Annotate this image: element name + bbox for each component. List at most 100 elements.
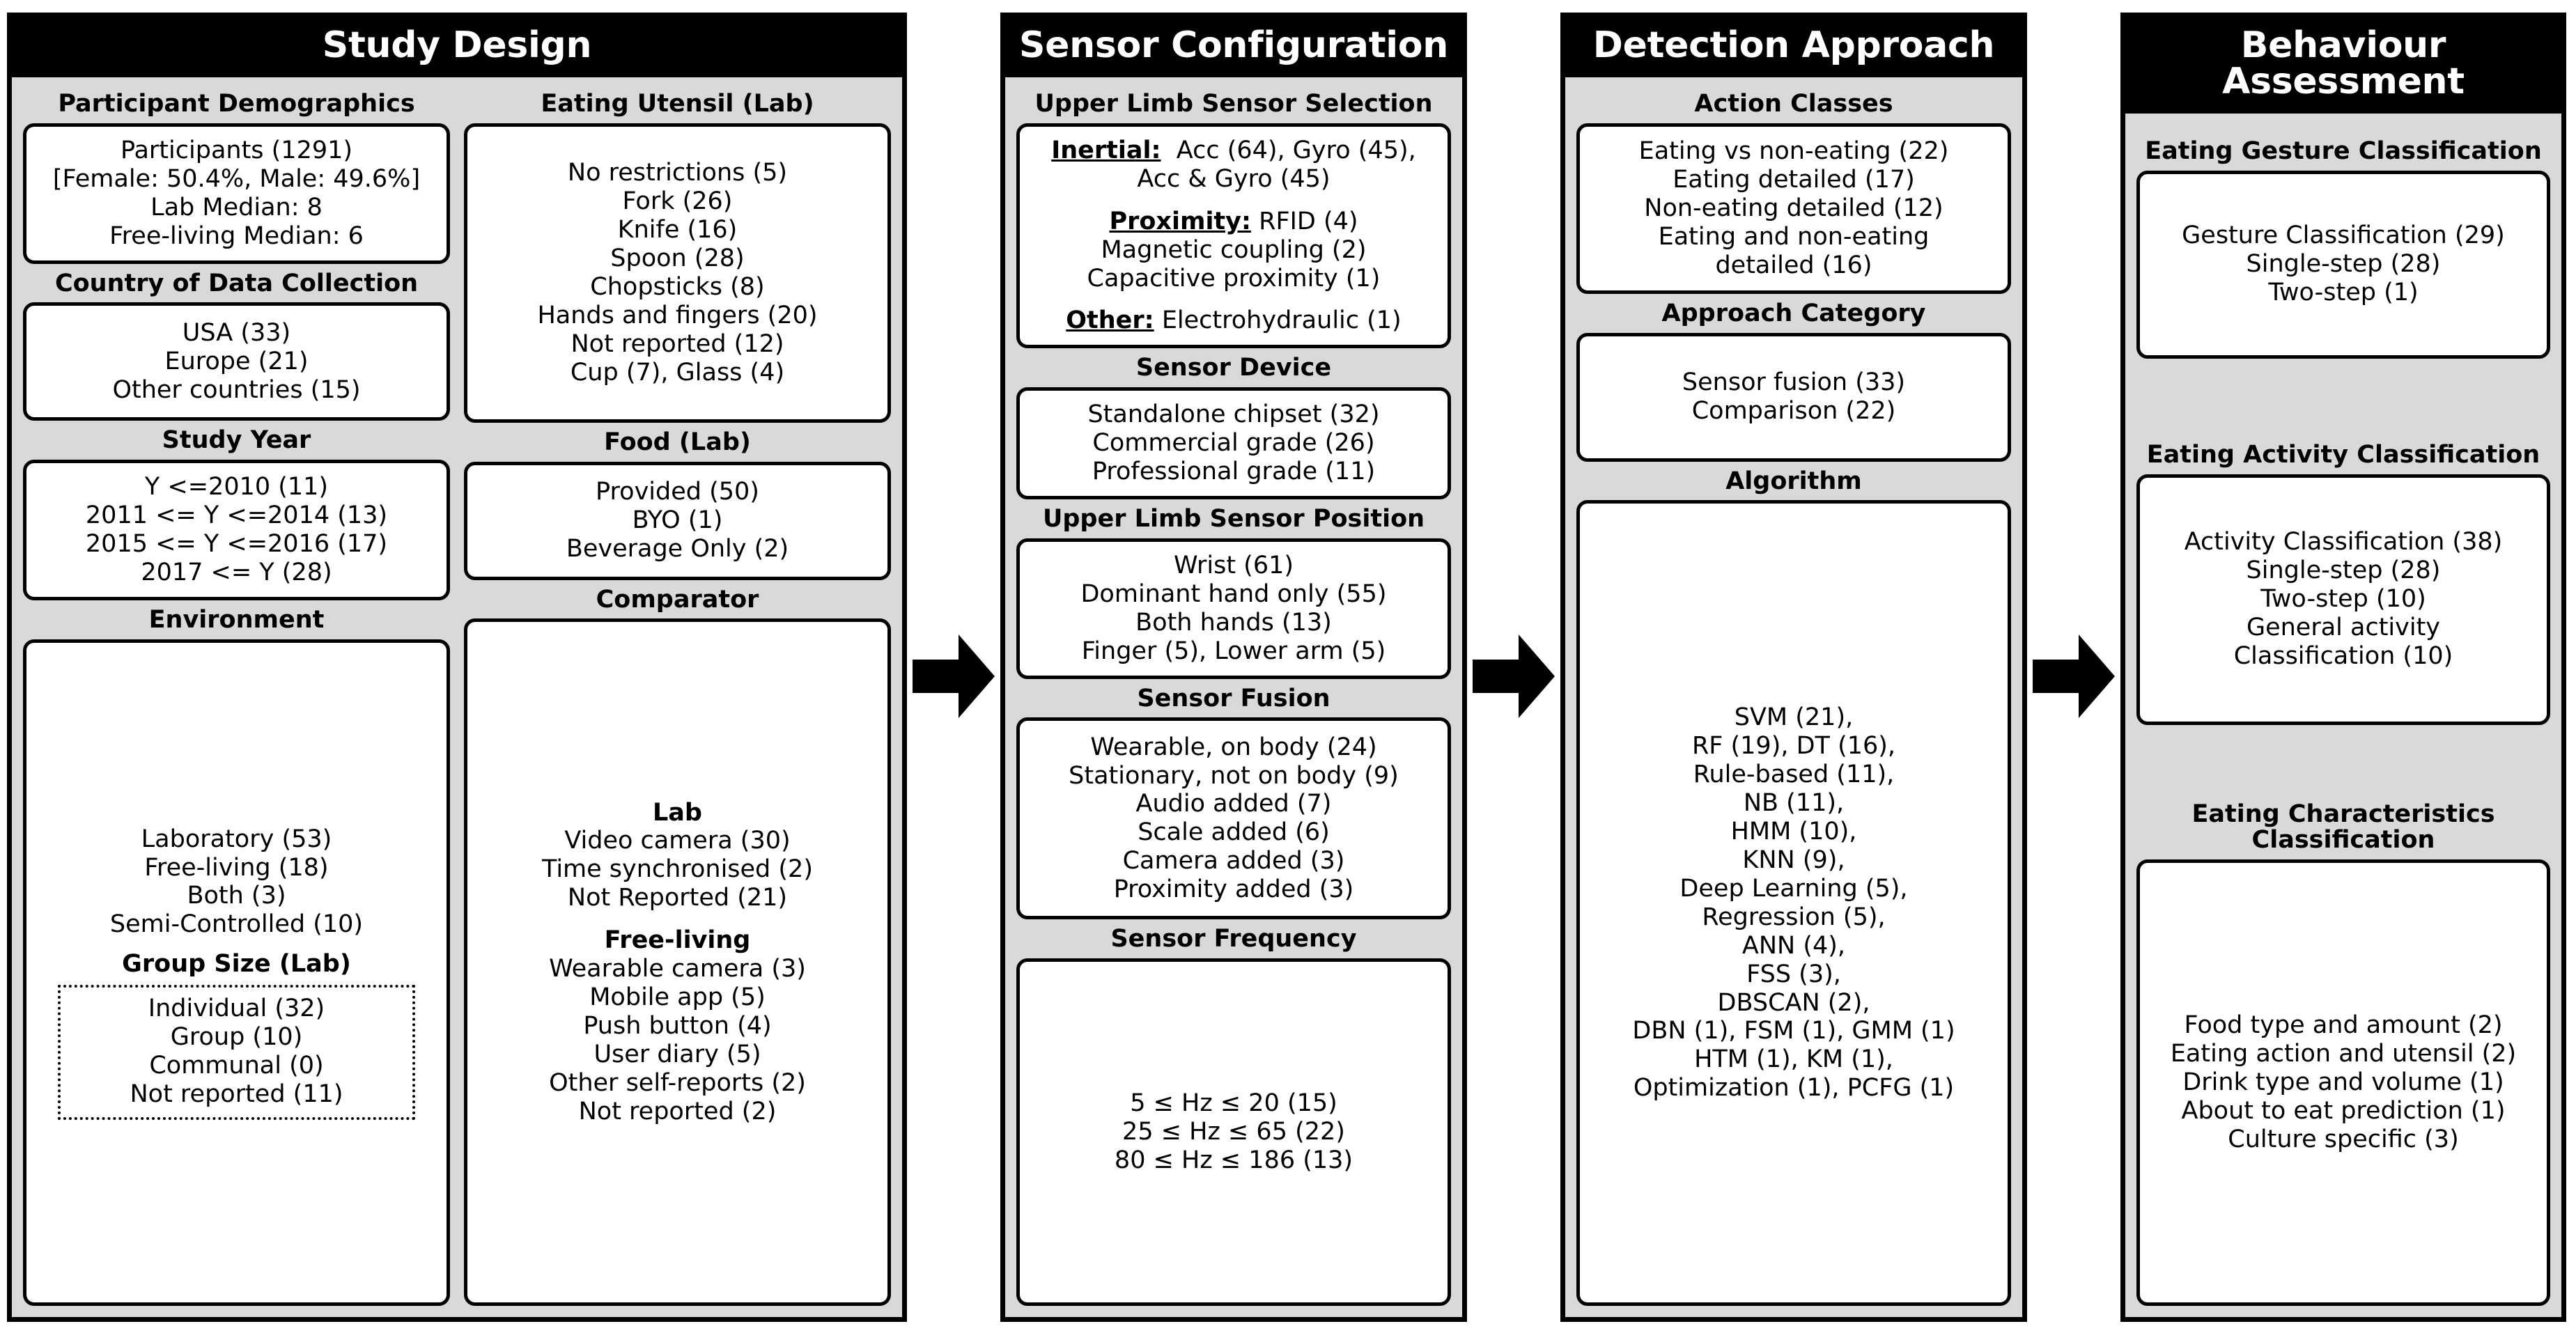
section-heading-approach-category: Approach Category: [1661, 299, 1926, 327]
card-sensor-fusion: Wearable, on body (24) Stationary, not o…: [1016, 717, 1451, 920]
panel-detection-approach: Detection Approach Action Classes Eating…: [1560, 13, 2027, 1322]
section-heading-action-classes: Action Classes: [1694, 90, 1893, 118]
list-item: 25 ≤ Hz ≤ 65 (22): [1122, 1118, 1345, 1146]
panel-body-detection-approach: Action Classes Eating vs non-eating (22)…: [1565, 77, 2022, 1317]
list-item: Comparison (22): [1691, 397, 1896, 426]
list-item: Provided (50): [596, 478, 759, 506]
list-item: Stationary, not on body (9): [1069, 761, 1399, 790]
panel-behaviour-assessment: Behaviour Assessment Eating Gesture Clas…: [2120, 13, 2566, 1322]
list-item: Spoon (28): [610, 244, 745, 272]
card-action-classes: Eating vs non-eating (22) Eating detaile…: [1576, 123, 2011, 294]
list-item: Wearable, on body (24): [1090, 733, 1377, 761]
section-heading-comparator: Comparator: [596, 585, 759, 614]
subsection-heading-lab: Lab: [653, 798, 702, 827]
section-heading-sensor-fusion: Sensor Fusion: [1137, 684, 1330, 712]
right-arrow-icon: [1473, 634, 1555, 718]
list-item: Video camera (30): [564, 827, 791, 855]
list-item: Regression (5),: [1702, 903, 1886, 931]
section-heading-eating-activity-classification: Eating Activity Classification: [2146, 440, 2540, 469]
card-eating-characteristics-classification: Food type and amount (2) Eating action a…: [2136, 859, 2550, 1306]
list-item: Other self-reports (2): [549, 1068, 806, 1097]
list-item: Gesture Classification (29): [2182, 221, 2505, 250]
card-upper-limb-sensor-selection: Inertial: Acc (64), Gyro (45), Acc & Gyr…: [1016, 123, 1451, 349]
card-study-year: Y <=2010 (11) 2011 <= Y <=2014 (13) 2015…: [23, 460, 450, 600]
list-item: Activity Classification (38): [2184, 528, 2503, 556]
section-heading-sensor-device: Sensor Device: [1135, 354, 1332, 382]
list-item: Individual (32): [148, 995, 325, 1023]
list-item: Not reported (11): [130, 1080, 343, 1109]
section-heading-upper-limb-sensor-selection: Upper Limb Sensor Selection: [1034, 90, 1433, 118]
list-item: Inertial: Acc (64), Gyro (45),: [1051, 137, 1416, 165]
list-item: Two-step (1): [2268, 279, 2419, 307]
list-item: Camera added (3): [1122, 847, 1345, 875]
list-item-value: Acc (64), Gyro (45),: [1176, 136, 1416, 164]
label-inertial: Inertial:: [1051, 136, 1161, 164]
label-proximity: Proximity:: [1109, 207, 1251, 235]
list-item: Chopsticks (8): [590, 272, 765, 301]
list-item: Drink type and volume (1): [2182, 1068, 2504, 1097]
list-item: USA (33): [182, 318, 291, 347]
card-participant-demographics: Participants (1291) [Female: 50.4%, Male…: [23, 123, 450, 264]
list-item: Proximity added (3): [1113, 875, 1354, 904]
list-item-value: Electrohydraulic (1): [1161, 306, 1402, 335]
list-item: 2011 <= Y <=2014 (13): [85, 501, 388, 530]
list-item: Group (10): [170, 1023, 303, 1052]
card-eating-utensil-lab: No restrictions (5) Fork (26) Knife (16)…: [464, 123, 891, 423]
card-sensor-device: Standalone chipset (32) Commercial grade…: [1016, 387, 1451, 500]
list-item: SVM (21),: [1734, 703, 1854, 732]
panel-study-design: Study Design Participant Demographics Pa…: [7, 13, 907, 1322]
list-item: Fork (26): [622, 187, 733, 215]
card-sensor-frequency: 5 ≤ Hz ≤ 20 (15) 25 ≤ Hz ≤ 65 (22) 80 ≤ …: [1016, 958, 1451, 1306]
list-item: Single-step (28): [2246, 250, 2441, 279]
panel-title-study-design: Study Design: [12, 17, 902, 77]
section-heading-participant-demographics: Participant Demographics: [58, 90, 415, 118]
list-item: Eating detailed (17): [1673, 165, 1915, 194]
list-item: 5 ≤ Hz ≤ 20 (15): [1130, 1089, 1337, 1118]
section-heading-food-lab: Food (Lab): [604, 428, 751, 456]
section-heading-algorithm: Algorithm: [1725, 467, 1862, 495]
study-design-column-left: Participant Demographics Participants (1…: [23, 84, 450, 1306]
list-item: Participants (1291): [120, 136, 353, 164]
list-item: Not Reported (21): [567, 884, 788, 912]
list-item: About to eat prediction (1): [2181, 1097, 2506, 1125]
list-item: Mobile app (5): [589, 983, 766, 1012]
list-item: HMM (10),: [1730, 817, 1857, 846]
card-algorithm: SVM (21), RF (19), DT (16), Rule-based (…: [1576, 500, 2011, 1306]
list-item: Sensor fusion (33): [1682, 368, 1906, 397]
list-item: Time synchronised (2): [542, 855, 813, 884]
list-item: detailed (16): [1715, 251, 1872, 279]
panel-body-study-design: Participant Demographics Participants (1…: [12, 77, 902, 1317]
section-heading-environment: Environment: [148, 605, 325, 634]
list-item: General activity: [2246, 614, 2441, 642]
list-item-value: RFID (4): [1259, 207, 1358, 235]
list-item: Europe (21): [164, 347, 309, 375]
card-eating-gesture-classification: Gesture Classification (29) Single-step …: [2136, 170, 2550, 359]
list-item: No restrictions (5): [567, 159, 788, 187]
list-item: Wearable camera (3): [549, 955, 806, 983]
list-item: Food type and amount (2): [2184, 1011, 2503, 1040]
list-item: FSS (3),: [1746, 960, 1841, 988]
card-group-size-lab: Individual (32) Group (10) Communal (0) …: [57, 985, 416, 1121]
study-design-column-right: Eating Utensil (Lab) No restrictions (5)…: [464, 84, 891, 1306]
list-item: Finger (5), Lower arm (5): [1081, 637, 1386, 665]
list-item: Not reported (2): [578, 1097, 777, 1125]
section-heading-upper-limb-sensor-position: Upper Limb Sensor Position: [1042, 505, 1425, 533]
panel-body-sensor-configuration: Upper Limb Sensor Selection Inertial: Ac…: [1005, 77, 1462, 1317]
list-item: Beverage Only (2): [566, 535, 789, 563]
card-country-of-data-collection: USA (33) Europe (21) Other countries (15…: [23, 302, 450, 421]
list-item: Dominant hand only (55): [1080, 579, 1387, 608]
card-eating-activity-classification: Activity Classification (38) Single-step…: [2136, 474, 2550, 725]
list-item: Free-living Median: 6: [109, 221, 364, 250]
list-item: User diary (5): [593, 1041, 761, 1069]
list-item: Communal (0): [149, 1052, 324, 1080]
card-approach-category: Sensor fusion (33) Comparison (22): [1576, 332, 2011, 462]
list-item: NB (11),: [1743, 788, 1845, 817]
list-item: Eating action and utensil (2): [2170, 1040, 2517, 1068]
list-item: HTM (1), KM (1),: [1694, 1045, 1893, 1074]
list-item: ANN (4),: [1741, 931, 1846, 960]
list-item: Y <=2010 (11): [144, 473, 329, 501]
list-item: Knife (16): [617, 215, 738, 244]
list-item: Rule-based (11),: [1693, 761, 1895, 788]
section-heading-eating-gesture-classification: Eating Gesture Classification: [2145, 137, 2542, 165]
list-item: 2017 <= Y (28): [141, 558, 332, 586]
